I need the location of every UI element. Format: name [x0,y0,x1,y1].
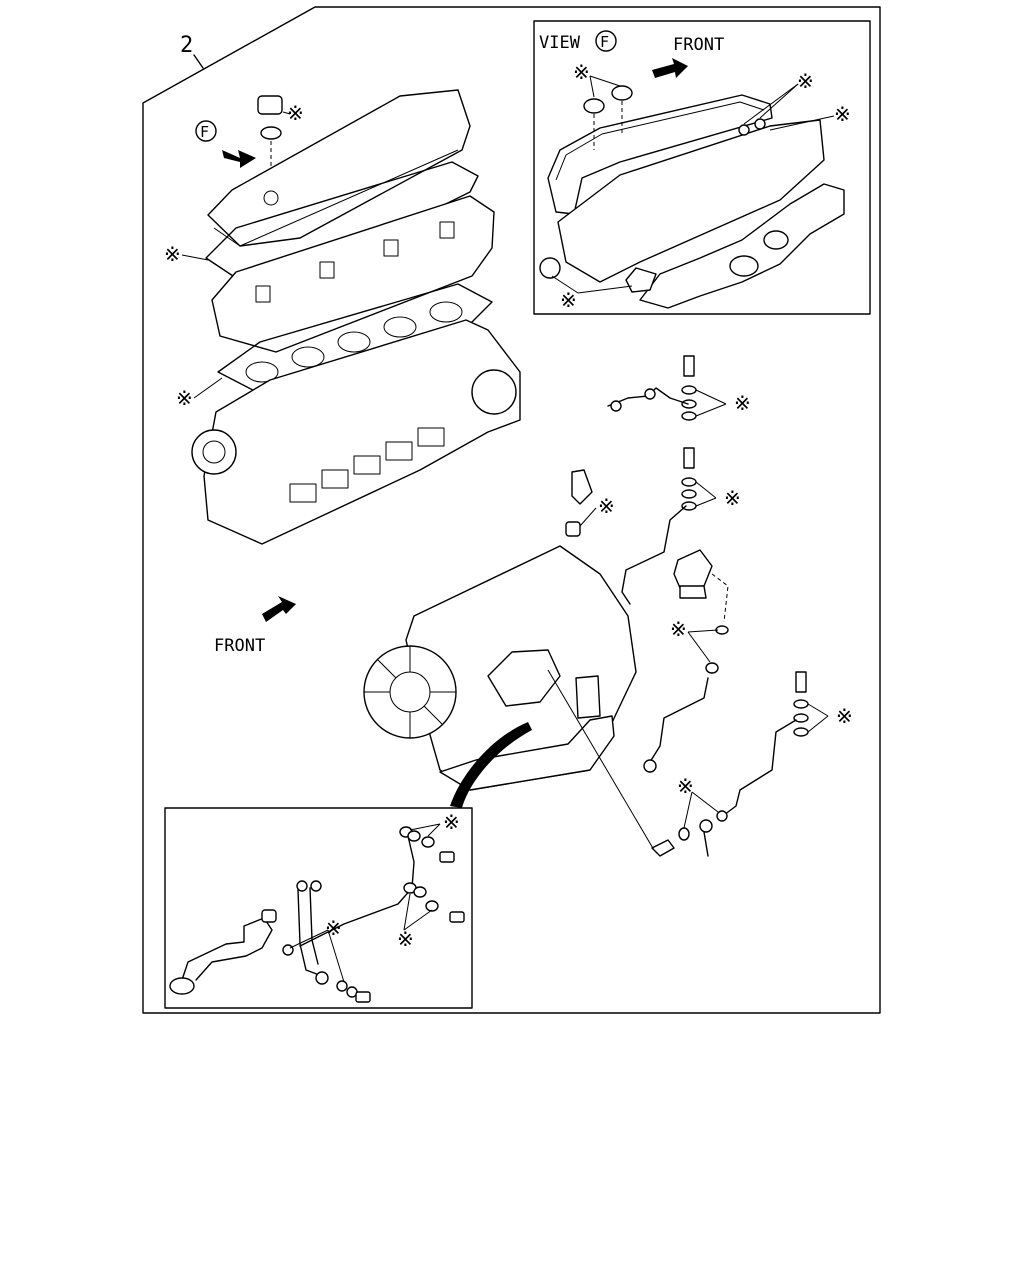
inset-cylinder-head [557,119,825,283]
eye-bolt [683,355,695,377]
inset-gasket-plate [625,267,657,293]
gasket-marker: ※ [598,494,615,518]
front-label-inset: FRONT [673,35,724,55]
view-f-circle [595,30,617,52]
injector-group: ※ [565,469,615,537]
gasket-marker: ※ [834,102,851,126]
oil-pipe-middle: ※ [643,617,729,773]
crank-pulley [191,429,237,475]
front-arrow-inset [652,58,688,78]
inset-oil-seal-1 [583,98,605,114]
gasket-marker: ※ [287,101,304,125]
gasket-marker: ※ [670,617,687,641]
gasket-marker: ※ [164,242,181,266]
gasket-marker: ※ [397,927,414,951]
main-frame [142,6,881,1014]
injector [571,469,593,505]
view-marker-letter: F [200,123,209,141]
gasket-marker: ※ [724,486,741,510]
oil-pipe-upper: ※ ※ [607,355,751,605]
assembled-engine [363,545,637,808]
inset-oil-seal-2 [611,85,633,101]
inset-thermostat-housing [539,257,561,279]
injection-pump [487,649,561,707]
view-f-letter: F [600,33,609,51]
eye-bolt-2 [683,447,695,469]
inset-manifold-flange-2 [763,230,789,250]
oil-pan [439,715,615,791]
gasket-marker: ※ [443,810,460,834]
gasket-marker: ※ [325,916,342,940]
view-f-label: VIEW [539,33,581,53]
oil-pipe-inset-frame [164,807,473,1009]
view-marker-circle [195,120,217,142]
oil-filler-cap [257,95,283,115]
fuel-line [621,505,687,605]
oil-pipe-middle-line [649,677,709,763]
gasket-marker: ※ [836,704,853,728]
exploded-engine-top: F ※ ※ ※ [164,89,521,545]
cylinder-head [211,195,495,353]
part-number-label: 2 [180,33,193,58]
view-direction-arrow [222,150,256,168]
inset-grommet-2 [754,118,766,130]
inset-pipe-a [297,889,323,977]
gasket-marker: ※ [734,391,751,415]
view-f-frame [533,20,871,315]
inset-grommet-1 [738,124,750,136]
inset-pipe-c [299,835,415,947]
fuel-filter [673,549,729,623]
injector-seal [565,521,581,537]
callout-bend [450,722,532,808]
inset-oil-strainer-pipe [179,917,273,987]
oil-pipe-lower-line [719,719,797,819]
flywheel-housing [471,369,517,415]
inset-oil-strainer [169,977,195,995]
front-arrow-main [262,596,296,622]
inset-head-cover [547,94,773,215]
oil-filter [575,675,601,719]
gasket-marker: ※ [573,60,590,84]
fuel-filter-body [679,585,707,599]
oil-pipe-lower: ※ ※ [547,669,853,857]
inset-manifold-flange [729,255,759,277]
gasket-marker: ※ [560,288,577,312]
oil-pipe-inset: ※ ※ ※ [164,807,473,1009]
view-f-inset: VIEW F FRONT ※ ※ ※ ※ [533,20,871,315]
head-cover [207,89,471,247]
fuel-filter-head [673,549,713,589]
inset-pipe-b [309,887,319,965]
inset-gasket [555,101,765,181]
drain-plug [651,839,675,857]
gasket-marker: ※ [176,386,193,410]
oil-filler-seal [260,126,282,140]
gasket-marker: ※ [677,774,694,798]
front-label-main: FRONT [214,636,265,656]
cylinder-block [203,319,521,545]
eye-bolt-3 [795,671,807,693]
part-number-leader [193,54,204,69]
inset-exhaust-manifold [639,183,845,309]
gasket-marker: ※ [797,69,814,93]
